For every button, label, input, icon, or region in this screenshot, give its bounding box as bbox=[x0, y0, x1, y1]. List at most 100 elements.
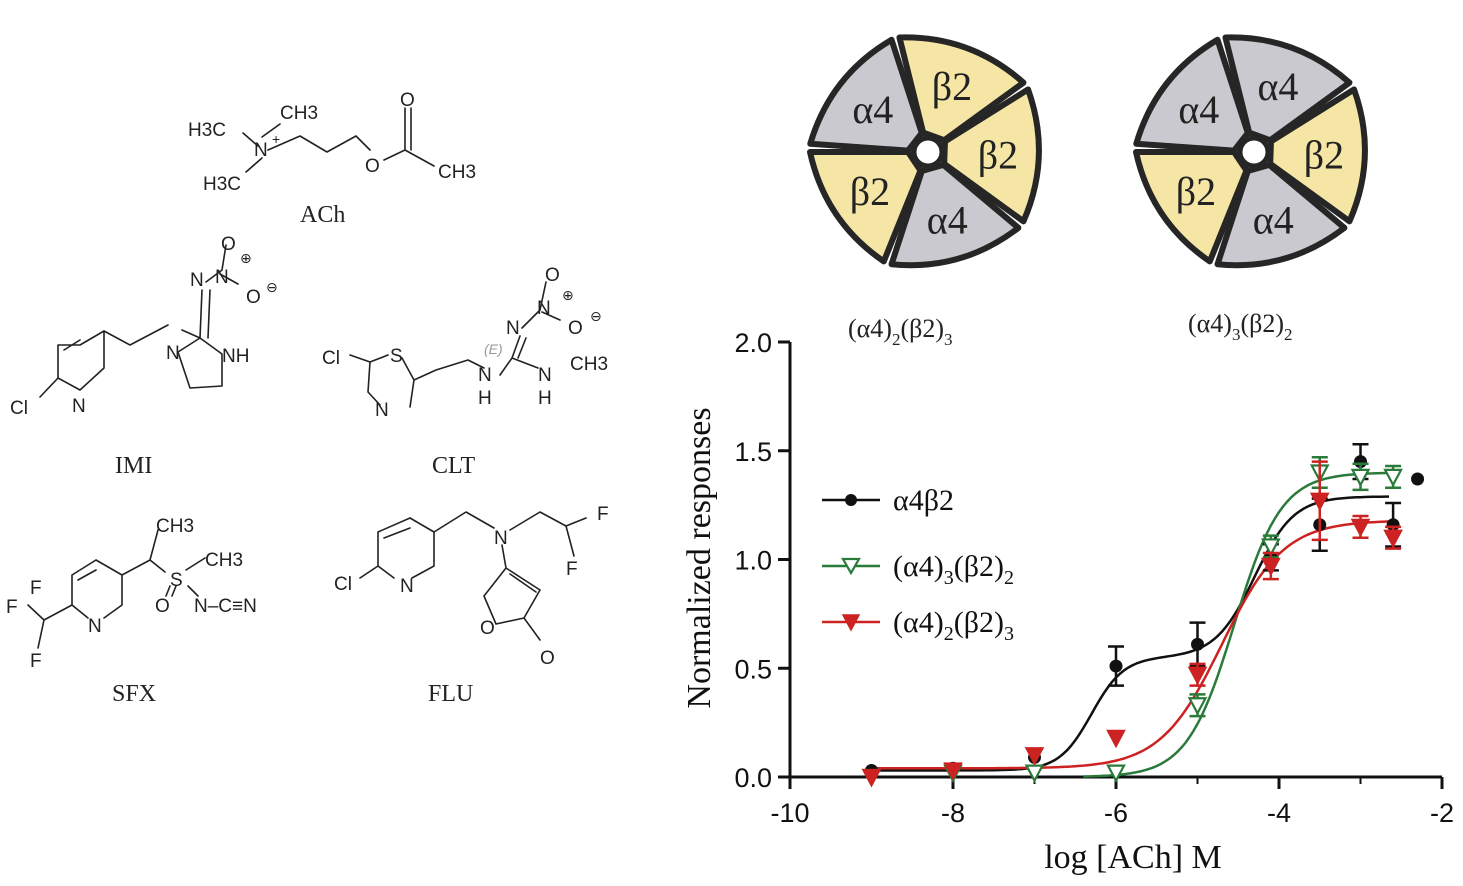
receptor-pore bbox=[911, 135, 945, 169]
imi-atom-n-pyridine: N bbox=[72, 396, 86, 417]
clt-charge-minus: ⊖ bbox=[590, 308, 602, 324]
legend-item-a3b2: (α4)3(β2)2 bbox=[822, 550, 1014, 589]
subunit-beta2 bbox=[941, 86, 1042, 225]
x-tick-label: -4 bbox=[1267, 798, 1291, 828]
subunit-beta2 bbox=[1267, 86, 1368, 225]
legend-label-a2b3: (α4)2(β2)3 bbox=[893, 606, 1014, 645]
data-point bbox=[1187, 697, 1208, 716]
ach-atom-ch3-right: CH3 bbox=[438, 162, 476, 183]
x-tick-label: -8 bbox=[941, 798, 965, 828]
data-point bbox=[1106, 764, 1126, 783]
clt-atom-n-imine: N bbox=[506, 318, 520, 339]
clt-atom-o-minus: O bbox=[568, 318, 583, 339]
flu-atom-f-bottom: F bbox=[566, 559, 578, 580]
data-points bbox=[861, 442, 1425, 788]
data-point bbox=[1411, 472, 1425, 486]
imi-charge-plus: ⊕ bbox=[240, 250, 252, 266]
ach-atom-n: N bbox=[254, 140, 268, 161]
subunit-label: β2 bbox=[850, 169, 890, 214]
data-point bbox=[1191, 637, 1204, 651]
data-point bbox=[861, 768, 882, 788]
series-2 bbox=[861, 460, 1403, 788]
flu-atom-n-amine: N bbox=[494, 528, 508, 549]
receptor-label-a3b2: (α4)3(β2)2 bbox=[1188, 309, 1293, 344]
subunit-label: α4 bbox=[1178, 87, 1219, 132]
legend-item-a4b2: α4β2 bbox=[822, 484, 954, 517]
clt-atom-s: S bbox=[390, 346, 403, 367]
imi-name: IMI bbox=[115, 453, 152, 479]
clt-atom-n-nitro: N bbox=[537, 298, 551, 319]
y-tick-label: 1.0 bbox=[734, 546, 772, 576]
ach-atom-ch3-top: CH3 bbox=[280, 103, 318, 124]
ach-atom-h3c-top: H3C bbox=[188, 120, 226, 141]
chart-axes: 0.00.51.01.52.0-10-8-6-4-2 bbox=[734, 328, 1454, 828]
subunit-alpha4 bbox=[1214, 161, 1348, 269]
data-point bbox=[1383, 529, 1403, 549]
imi-atom-n-imine: N bbox=[190, 270, 204, 291]
clt-atom-h-right: H bbox=[538, 388, 552, 409]
y-tick-label: 2.0 bbox=[734, 328, 772, 358]
receptor-label-a2b3: (α4)2(β2)3 bbox=[848, 314, 953, 349]
clt-atom-ch3: CH3 bbox=[570, 354, 608, 375]
sfx-name: SFX bbox=[112, 681, 156, 707]
subunit-label: β2 bbox=[978, 132, 1018, 177]
receptor-pore bbox=[1237, 135, 1271, 169]
data-point bbox=[1106, 729, 1126, 749]
subunit-beta2 bbox=[1133, 149, 1250, 265]
clt-atom-n-left: N bbox=[478, 365, 492, 386]
y-tick-label: 1.5 bbox=[734, 437, 772, 467]
imi-atom-nh: NH bbox=[222, 346, 249, 367]
clt-charge-plus: ⊕ bbox=[562, 287, 574, 303]
data-point bbox=[1350, 468, 1371, 488]
subunit-beta2 bbox=[896, 34, 1027, 144]
ach-atom-h3c-bottom: H3C bbox=[203, 174, 241, 195]
clt-atom-h-left: H bbox=[478, 388, 492, 409]
y-axis-label: Normalized responses bbox=[681, 407, 718, 708]
subunit-alpha4 bbox=[1133, 36, 1251, 154]
ach-atom-o-ester: O bbox=[365, 156, 380, 177]
data-point bbox=[1261, 557, 1281, 577]
molecule-clt: O ⊕ N O ⊖ N (E) Cl S N N H N H CH3 CLT bbox=[322, 265, 608, 479]
subunit-alpha4 bbox=[807, 36, 925, 154]
subunit-alpha4 bbox=[1222, 34, 1353, 144]
imi-atom-n-ring: N bbox=[166, 343, 180, 364]
imi-atom-n-nitro: N bbox=[215, 267, 229, 288]
subunit-label: α4 bbox=[1257, 64, 1298, 109]
clt-atom-o-top: O bbox=[545, 265, 560, 286]
sfx-atom-ch3-right: CH3 bbox=[205, 550, 243, 571]
subunit-alpha4 bbox=[888, 161, 1022, 269]
clt-atom-n-right: N bbox=[538, 365, 552, 386]
imi-atom-o-minus: O bbox=[246, 287, 261, 308]
molecule-flu: N F F Cl N O O FLU bbox=[334, 504, 609, 707]
x-axis-label: log [ACh] M bbox=[1044, 839, 1222, 876]
data-point bbox=[1261, 538, 1281, 557]
sfx-atom-ncn: N–C≡N bbox=[194, 596, 257, 617]
subunit-label: α4 bbox=[1253, 197, 1294, 242]
data-point bbox=[1024, 747, 1045, 766]
ach-atom-o-carbonyl: O bbox=[400, 90, 415, 111]
legend-label-a3b2: (α4)3(β2)2 bbox=[893, 550, 1014, 589]
data-point bbox=[1024, 764, 1045, 783]
legend-item-a2b3: (α4)2(β2)3 bbox=[822, 606, 1014, 645]
flu-atom-n-pyridine: N bbox=[400, 576, 414, 597]
flu-atom-o-carbonyl: O bbox=[540, 648, 555, 669]
flu-atom-o-ring: O bbox=[480, 618, 495, 639]
data-point bbox=[943, 762, 963, 781]
x-tick-label: -10 bbox=[770, 798, 809, 828]
flu-atom-cl: Cl bbox=[334, 574, 352, 595]
clt-label-e: (E) bbox=[484, 341, 503, 357]
legend-marker-a4b2 bbox=[845, 494, 857, 506]
sfx-atom-f-top: F bbox=[30, 578, 42, 599]
y-tick-label: 0.5 bbox=[734, 654, 772, 684]
imi-atom-cl: Cl bbox=[10, 398, 28, 419]
fit-curve-1 bbox=[1083, 471, 1390, 778]
imi-charge-minus: ⊖ bbox=[266, 279, 278, 295]
data-point bbox=[1187, 666, 1208, 686]
sfx-atom-ch3-top: CH3 bbox=[156, 516, 194, 537]
flu-atom-f-top: F bbox=[597, 504, 609, 525]
x-tick-label: -2 bbox=[1430, 798, 1454, 828]
subunit-label: β2 bbox=[1176, 169, 1216, 214]
